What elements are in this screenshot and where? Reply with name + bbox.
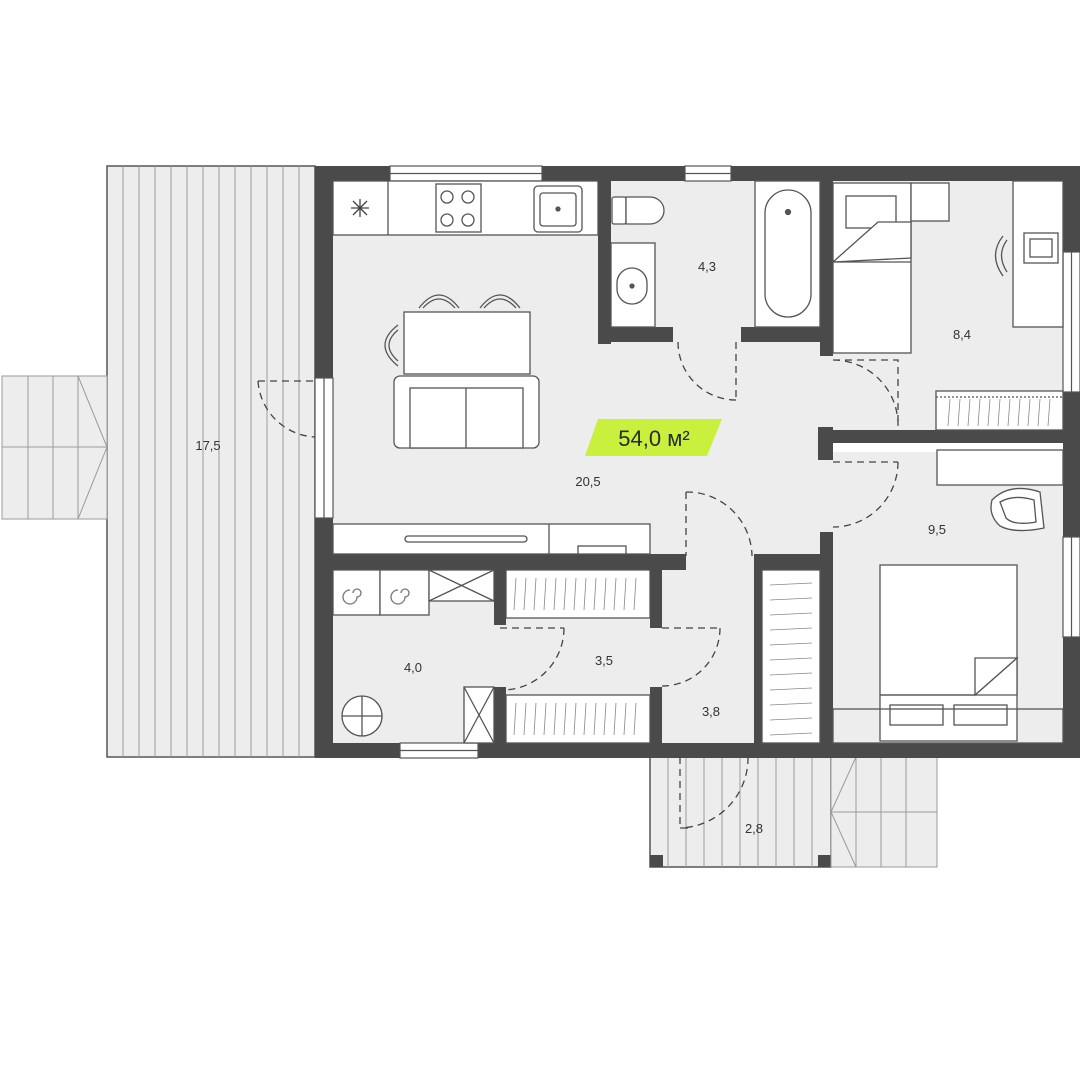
- room-area-office: 8,4: [953, 327, 971, 342]
- dining-table-icon: [403, 311, 531, 375]
- dryer-icon: [379, 569, 430, 616]
- wardrobe-corridor-top: [505, 569, 651, 619]
- bathroom-fixtures: [610, 180, 821, 328]
- room-area-porch: 2,8: [745, 821, 763, 836]
- dining-chair: [479, 294, 521, 309]
- door-office: [832, 359, 899, 428]
- washer-icon: [332, 569, 381, 616]
- room-area-corridor: 3,5: [595, 653, 613, 668]
- bedroom-dresser: [936, 449, 1064, 486]
- door-bathroom: [677, 341, 737, 401]
- room-area-living: 20,5: [575, 474, 600, 489]
- area-badge: 54,0 м²: [585, 419, 722, 456]
- sink-icon: [533, 185, 583, 233]
- utility-shelf: [428, 569, 495, 602]
- room-area-terrace: 17,5: [195, 438, 220, 453]
- door-hall: [685, 491, 753, 557]
- room-area-utility: 4,0: [404, 660, 422, 675]
- windows: [314, 165, 1080, 759]
- desk-chair: [994, 235, 1004, 277]
- nightstand: [910, 182, 950, 222]
- wardrobe-hall: [761, 569, 821, 744]
- dining-chair: [418, 294, 460, 309]
- sofa-icon: [393, 375, 540, 449]
- bed-icon: [831, 182, 912, 354]
- washbasin-icon: [610, 242, 656, 328]
- kitchen: [332, 180, 599, 236]
- armchair-icon: [990, 487, 1045, 532]
- hall-floor: [660, 556, 758, 743]
- dining-chair: [384, 324, 399, 367]
- tv-stand: [332, 523, 651, 555]
- wardrobe-corridor-bottom: [505, 694, 651, 744]
- porch: [649, 756, 938, 868]
- bedroom-furniture: [832, 449, 1064, 744]
- room-area-bathroom: 4,3: [698, 259, 716, 274]
- bathtub-icon: [754, 180, 821, 328]
- door-terrace: [257, 380, 316, 438]
- door-entrance: [679, 756, 749, 829]
- living-furniture: [332, 294, 651, 555]
- room-labels: 17,5 20,5 4,3 8,4 9,5 4,0 3,5 3,8 2,8: [195, 259, 971, 836]
- door-corridor: [661, 627, 721, 687]
- total-area-label: 54,0 м²: [618, 426, 689, 451]
- wardrobes: [505, 569, 821, 744]
- double-bed-icon: [879, 564, 1019, 742]
- office-furniture: [831, 180, 1064, 431]
- cooktop-icon: [435, 183, 482, 233]
- bedroom-bench: [832, 708, 1064, 744]
- doors: [257, 341, 899, 829]
- area-badge-background: [585, 419, 722, 456]
- terrace: [106, 165, 316, 758]
- door-utility: [499, 627, 565, 691]
- drain-icon: [463, 686, 495, 744]
- room-area-hall: 3,8: [702, 704, 720, 719]
- room-area-bedroom: 9,5: [928, 522, 946, 537]
- utility-fixtures: [332, 569, 495, 744]
- terrace-steps: [1, 375, 108, 520]
- door-bedroom: [832, 461, 899, 528]
- toilet-icon: [611, 196, 665, 225]
- hood-icon: [351, 199, 369, 217]
- boiler-icon: [341, 695, 383, 737]
